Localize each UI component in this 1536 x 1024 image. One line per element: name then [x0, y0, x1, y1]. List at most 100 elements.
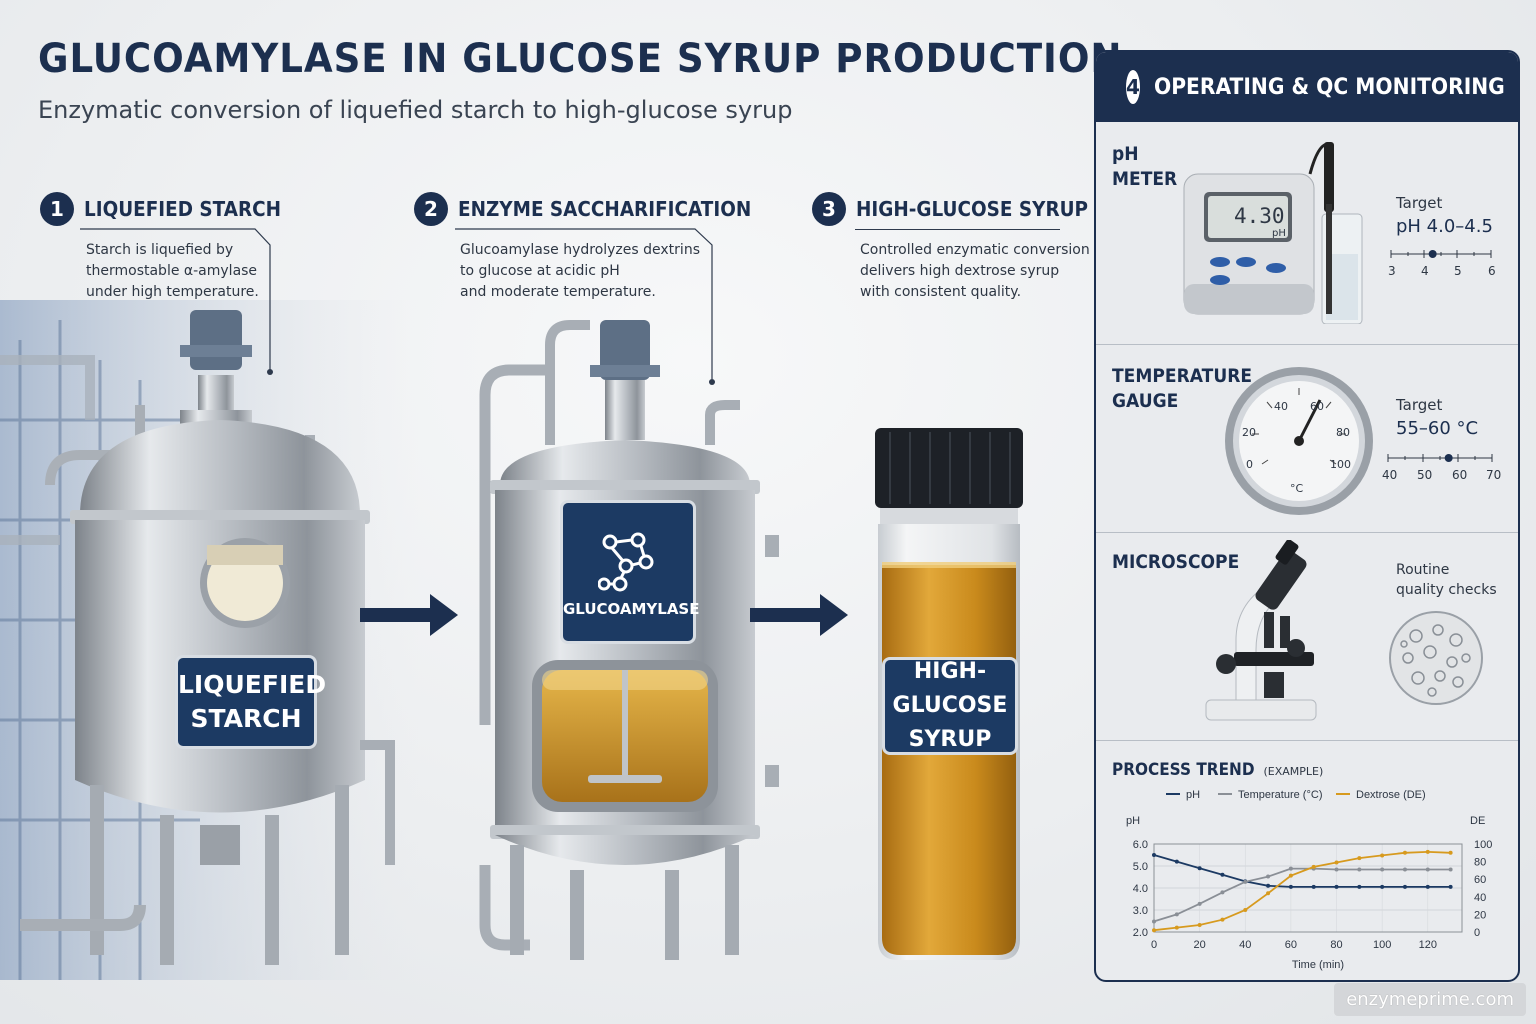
ph-target-label: Target: [1396, 194, 1443, 212]
tank-label-line1: LIQUEFIED: [178, 670, 327, 699]
data-point: [1380, 867, 1385, 872]
watermark: enzymeprime.com: [1334, 983, 1526, 1016]
ph-meter-label: pH METER: [1112, 142, 1177, 192]
step-2-header: 2 ENZYME SACCHARIFICATION: [414, 192, 777, 226]
step-title: HIGH-GLUCOSE SYRUP: [856, 197, 1089, 221]
scale-tick: 70: [1486, 468, 1502, 482]
molecule-icon: [598, 532, 654, 592]
x-tick-label: 120: [1419, 939, 1437, 951]
scale-tick: 3: [1388, 264, 1396, 278]
data-point: [1334, 884, 1339, 889]
ph-target-marker: [1428, 250, 1437, 258]
data-point: [1197, 901, 1202, 906]
x-tick-label: 20: [1194, 939, 1206, 951]
liquefied-starch-label: LIQUEFIED STARCH: [175, 655, 327, 749]
step-3-header: 3 HIGH-GLUCOSE SYRUP: [812, 192, 1108, 226]
temperature-gauge-label: TEMPERATURE GAUGE: [1112, 364, 1252, 414]
data-point: [1197, 866, 1202, 871]
x-axis-title: Time (min): [1292, 959, 1344, 971]
trend-title-row: PROCESS TREND (EXAMPLE): [1112, 758, 1323, 783]
step-2-description: Glucoamylase hydrolyzes dextrins to gluc…: [460, 240, 700, 303]
data-point: [1174, 925, 1179, 930]
scale-tick: 60: [1452, 468, 1468, 482]
glucoamylase-label: GLUCOAMYLASE: [560, 500, 700, 644]
step-number: 1: [40, 192, 74, 226]
panel-title: OPERATING & QC MONITORING: [1153, 74, 1505, 100]
plot-frame: [1153, 843, 1463, 933]
data-point: [1311, 884, 1316, 889]
legend-label: pH: [1186, 789, 1200, 801]
data-point: [1220, 872, 1225, 877]
step-title: ENZYME SACCHARIFICATION: [458, 197, 752, 221]
label-line: TEMPERATURE: [1112, 365, 1253, 387]
temperature-gauge-icon: [1225, 367, 1373, 515]
tank-label-line2: STARCH: [190, 704, 302, 733]
data-point: [1334, 860, 1339, 865]
desc-line: delivers high dextrose syrup: [860, 263, 1060, 279]
syrup-label-line1: HIGH-GLUCOSE: [892, 659, 1008, 718]
desc-line: under high temperature.: [86, 284, 259, 300]
data-point: [1402, 884, 1407, 889]
glucoamylase-label-text: GLUCOAMYLASE: [563, 600, 700, 618]
desc-line: Controlled enzymatic conversion: [860, 242, 1090, 258]
desc-line: thermostable α-amylase: [86, 263, 258, 279]
scale-bar: [1387, 454, 1493, 462]
microscope-icon: [1205, 540, 1317, 721]
temp-scale: 40 50 60 70: [1382, 452, 1501, 482]
y-left-tick-label: 6.0: [1133, 839, 1148, 851]
step-number: 4: [1126, 70, 1140, 104]
data-point: [1243, 879, 1248, 884]
scale-bar: [1390, 250, 1492, 258]
data-point: [1152, 919, 1156, 924]
y-right-tick-label: 100: [1474, 839, 1492, 851]
data-point: [1197, 922, 1202, 927]
section-divider: [1096, 344, 1518, 345]
data-point: [1402, 850, 1407, 855]
step-number: 3: [812, 192, 846, 226]
y-right-tick-label: 0: [1474, 927, 1480, 939]
data-point: [1357, 856, 1362, 861]
data-point: [1425, 867, 1430, 872]
microscope-label: MICROSCOPE: [1112, 551, 1240, 573]
x-tick-label: 60: [1285, 939, 1297, 951]
gauge-dial-labels: 0 20 40 60 80 100 °C: [1222, 364, 1376, 518]
data-point: [1243, 908, 1248, 912]
data-point: [1425, 849, 1430, 854]
scale-tick: 5: [1454, 264, 1462, 278]
step-1-header: 1 LIQUEFIED STARCH: [40, 192, 298, 226]
dial-tick: 100: [1330, 458, 1351, 471]
data-point: [1357, 884, 1362, 889]
dial-unit: °C: [1290, 482, 1304, 495]
section-divider: [1096, 532, 1518, 533]
step-number: 2: [414, 192, 448, 226]
x-tick-label: 40: [1239, 939, 1251, 951]
data-point: [1220, 917, 1225, 922]
data-point: [1288, 884, 1293, 889]
x-tick-label: 80: [1330, 939, 1342, 951]
dial-tick: 0: [1246, 458, 1253, 471]
series-line: [1153, 850, 1451, 932]
data-point: [1266, 883, 1271, 888]
panel-header: 4 OPERATING & QC MONITORING: [1096, 52, 1518, 122]
y-right-axis-title: DE: [1470, 815, 1485, 827]
y-right-tick-label: 60: [1474, 874, 1486, 886]
legend-label: Dextrose (DE): [1356, 789, 1426, 801]
data-point: [1380, 884, 1385, 889]
data-point: [1288, 866, 1293, 871]
desc-line: to glucose at acidic pH: [460, 263, 620, 279]
x-tick-label: 0: [1151, 939, 1157, 951]
scale-tick: 6: [1488, 264, 1496, 278]
ph-display-value: 4.30: [1234, 204, 1285, 228]
step-3-description: Controlled enzymatic conversion delivers…: [860, 240, 1090, 303]
dial-tick: 40: [1274, 400, 1288, 413]
page-title: GLUCOAMYLASE IN GLUCOSE SYRUP PRODUCTION: [38, 36, 1123, 82]
ph-display-unit: pH: [1272, 228, 1286, 239]
scale-tick: 40: [1382, 468, 1398, 482]
micrograph-icon: [1389, 611, 1483, 705]
leader-line: [80, 228, 273, 375]
y-left-tick-label: 5.0: [1133, 861, 1148, 873]
leader-line: [855, 229, 1060, 230]
step-title: LIQUEFIED STARCH: [84, 197, 282, 221]
y-right-tick-label: 80: [1474, 857, 1486, 869]
